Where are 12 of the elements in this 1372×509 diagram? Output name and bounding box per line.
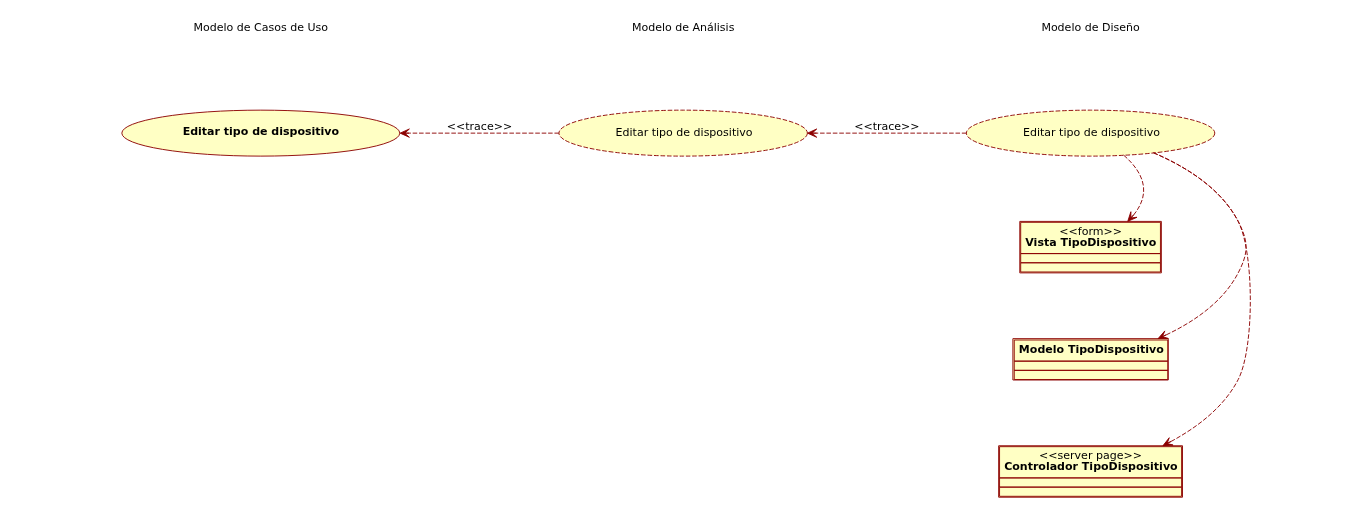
arrow <box>1153 152 1251 447</box>
label: Modelo de Análisis <box>631 21 735 35</box>
arrow <box>1123 154 1145 222</box>
edge-label: <<trace>> <box>446 120 513 134</box>
node-ellipse: Editar tipo de dispositivo <box>121 109 401 157</box>
label: Modelo de Diseño <box>1041 21 1140 35</box>
edge-label: <<trace>> <box>854 120 920 134</box>
arrow <box>807 128 967 138</box>
node-ellipse: Editar tipo de dispositivo <box>558 109 808 157</box>
node-ellipse: Editar tipo de dispositivo <box>965 109 1216 157</box>
label: Modelo de Casos de Uso <box>193 21 329 35</box>
arrow <box>399 128 560 138</box>
